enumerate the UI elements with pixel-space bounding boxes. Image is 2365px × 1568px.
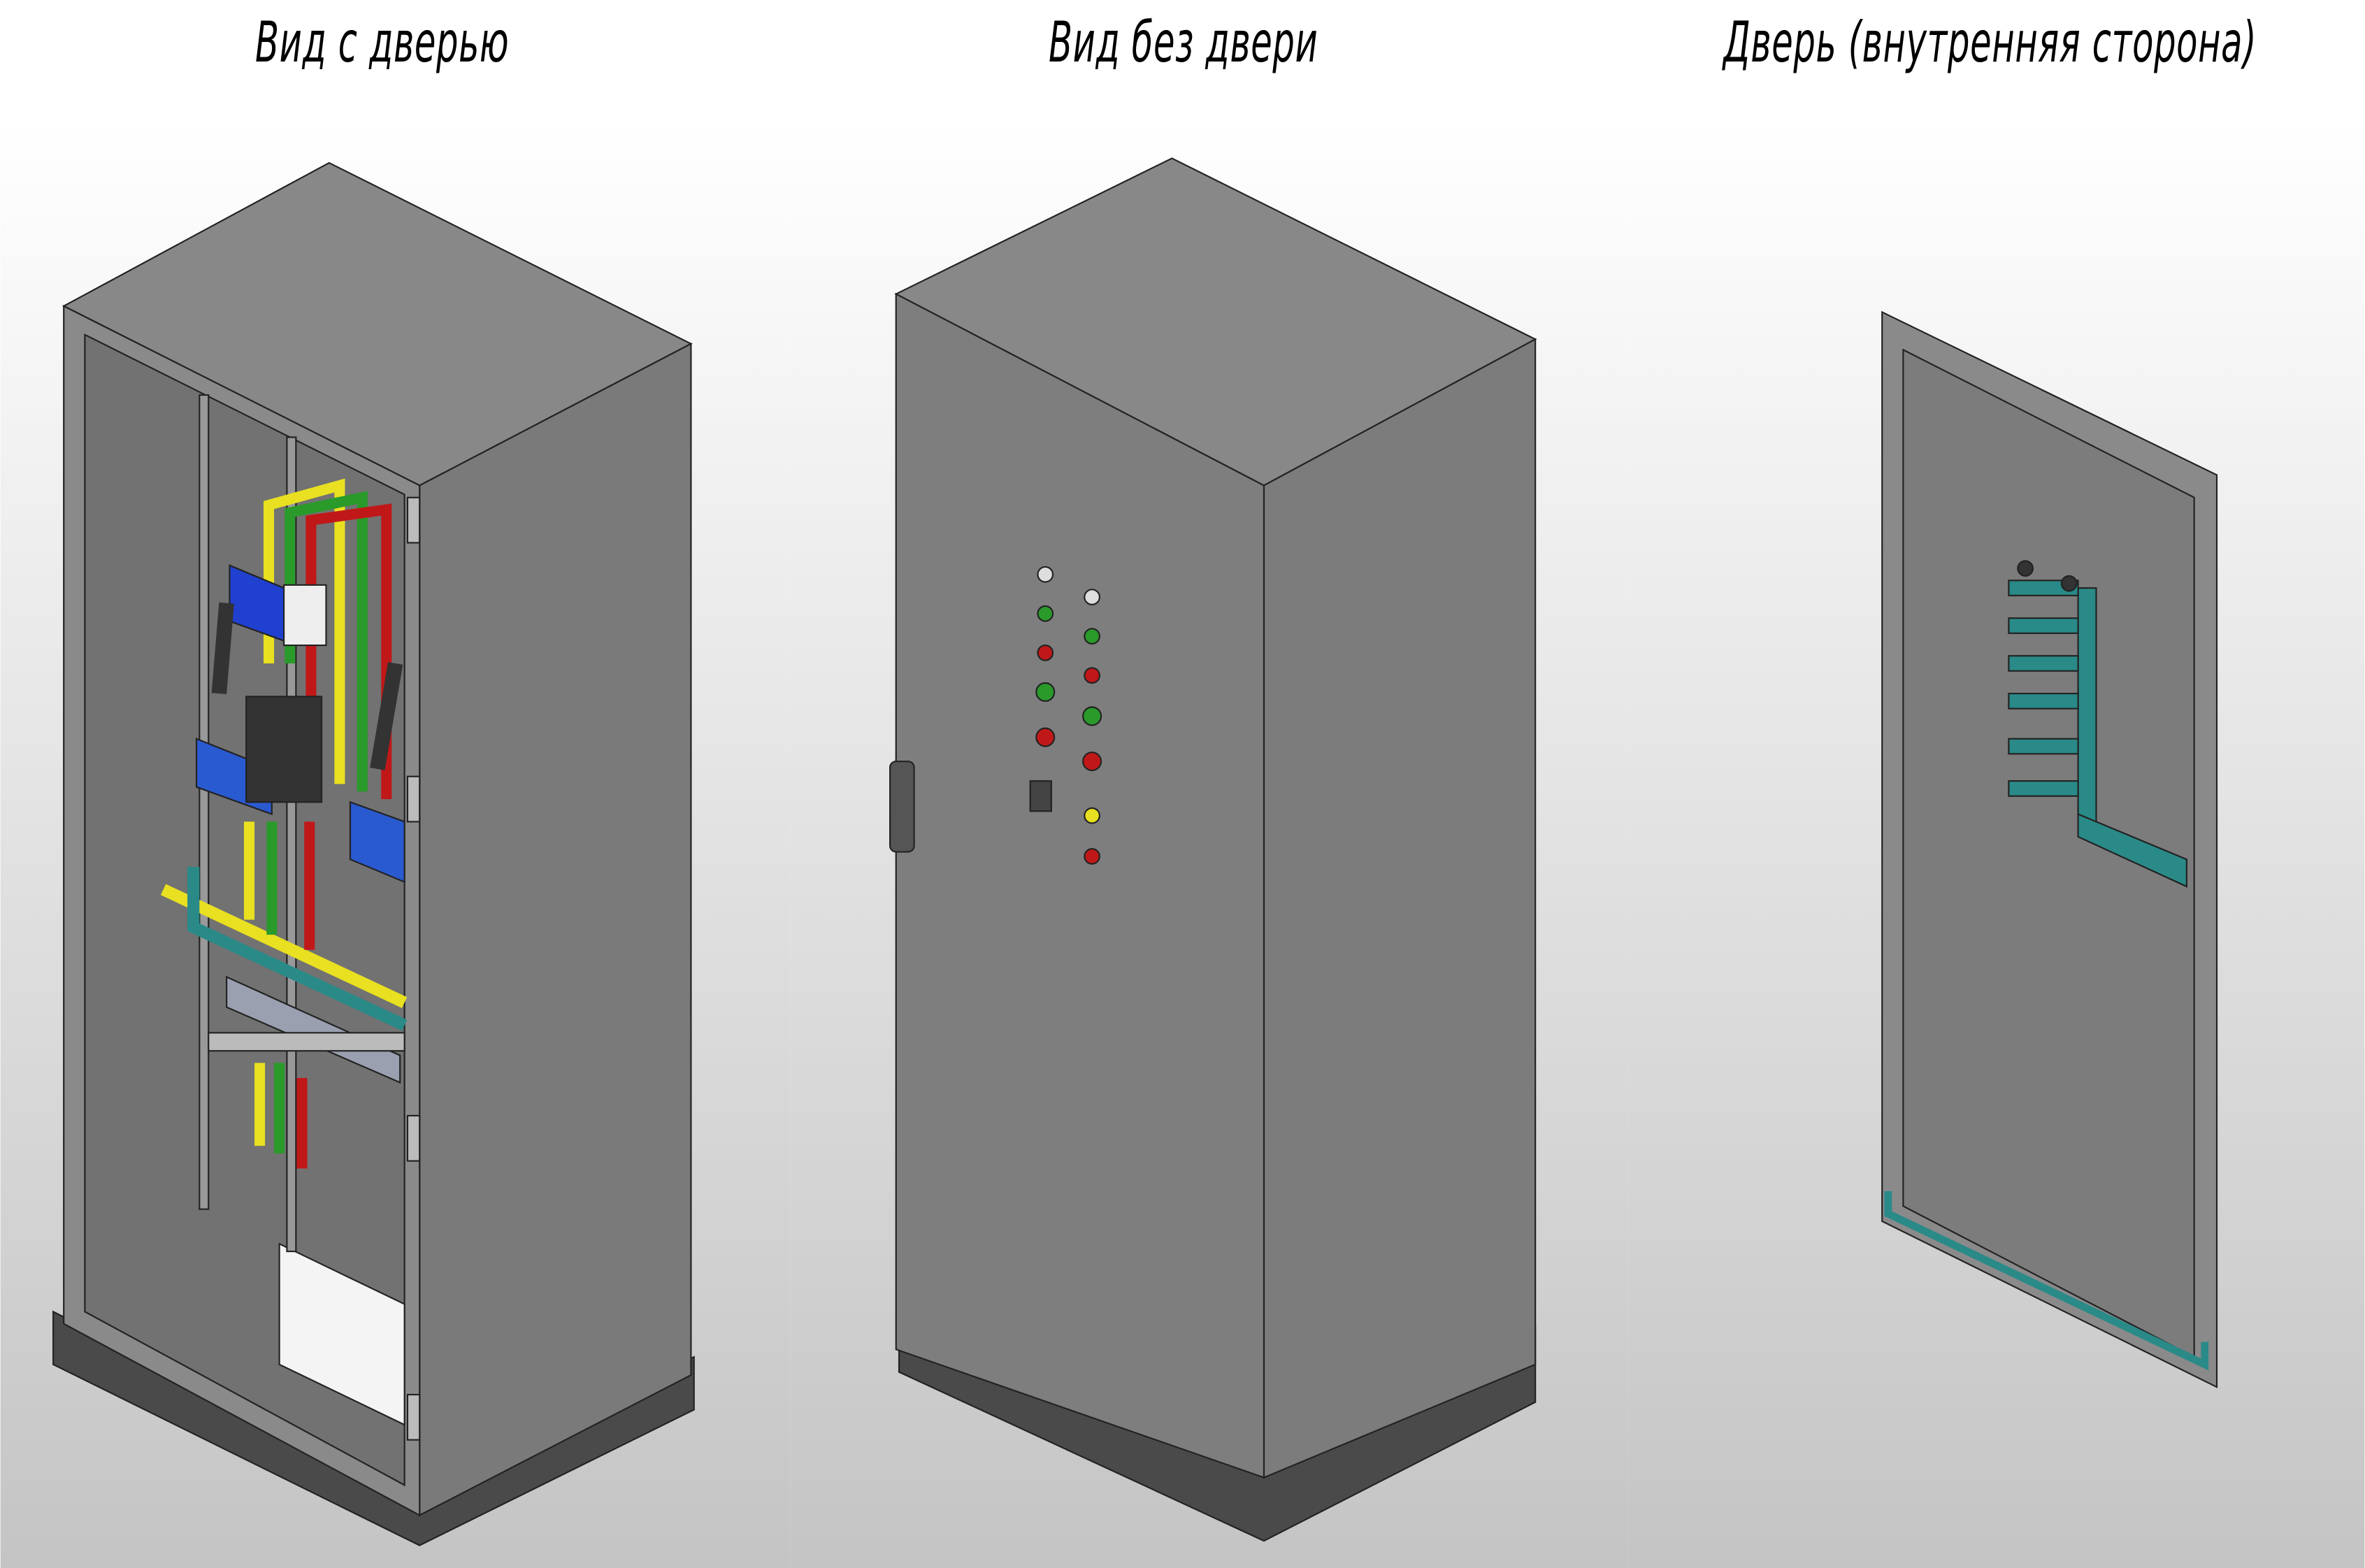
terminal-block: [226, 975, 401, 1084]
cabinet-side: [419, 342, 692, 1517]
motor-block: [349, 800, 405, 884]
indicator-lights: [1035, 566, 1102, 865]
contactor: [245, 696, 323, 803]
teal-rail: [187, 867, 408, 1031]
cabinet-side: [1263, 338, 1537, 1479]
open-cabinet: [52, 161, 695, 1546]
floor-opening: [278, 1242, 405, 1426]
door-seal: [1884, 1191, 2209, 1371]
door-handle: [889, 761, 915, 853]
closed-cabinet: [889, 157, 1537, 1542]
door-inner: [1881, 310, 2218, 1388]
selector-switch: [1029, 780, 1052, 812]
breaker-white: [283, 584, 327, 647]
title-view-with-door: Вид с дверью: [255, 10, 510, 75]
door-bracket: [2008, 580, 2187, 888]
title-door-inner-side: Дверь (внутренняя сторона): [1723, 10, 2257, 75]
title-view-without-door: Вид без двери: [1049, 10, 1318, 75]
cabinet-door: [895, 292, 1265, 1479]
